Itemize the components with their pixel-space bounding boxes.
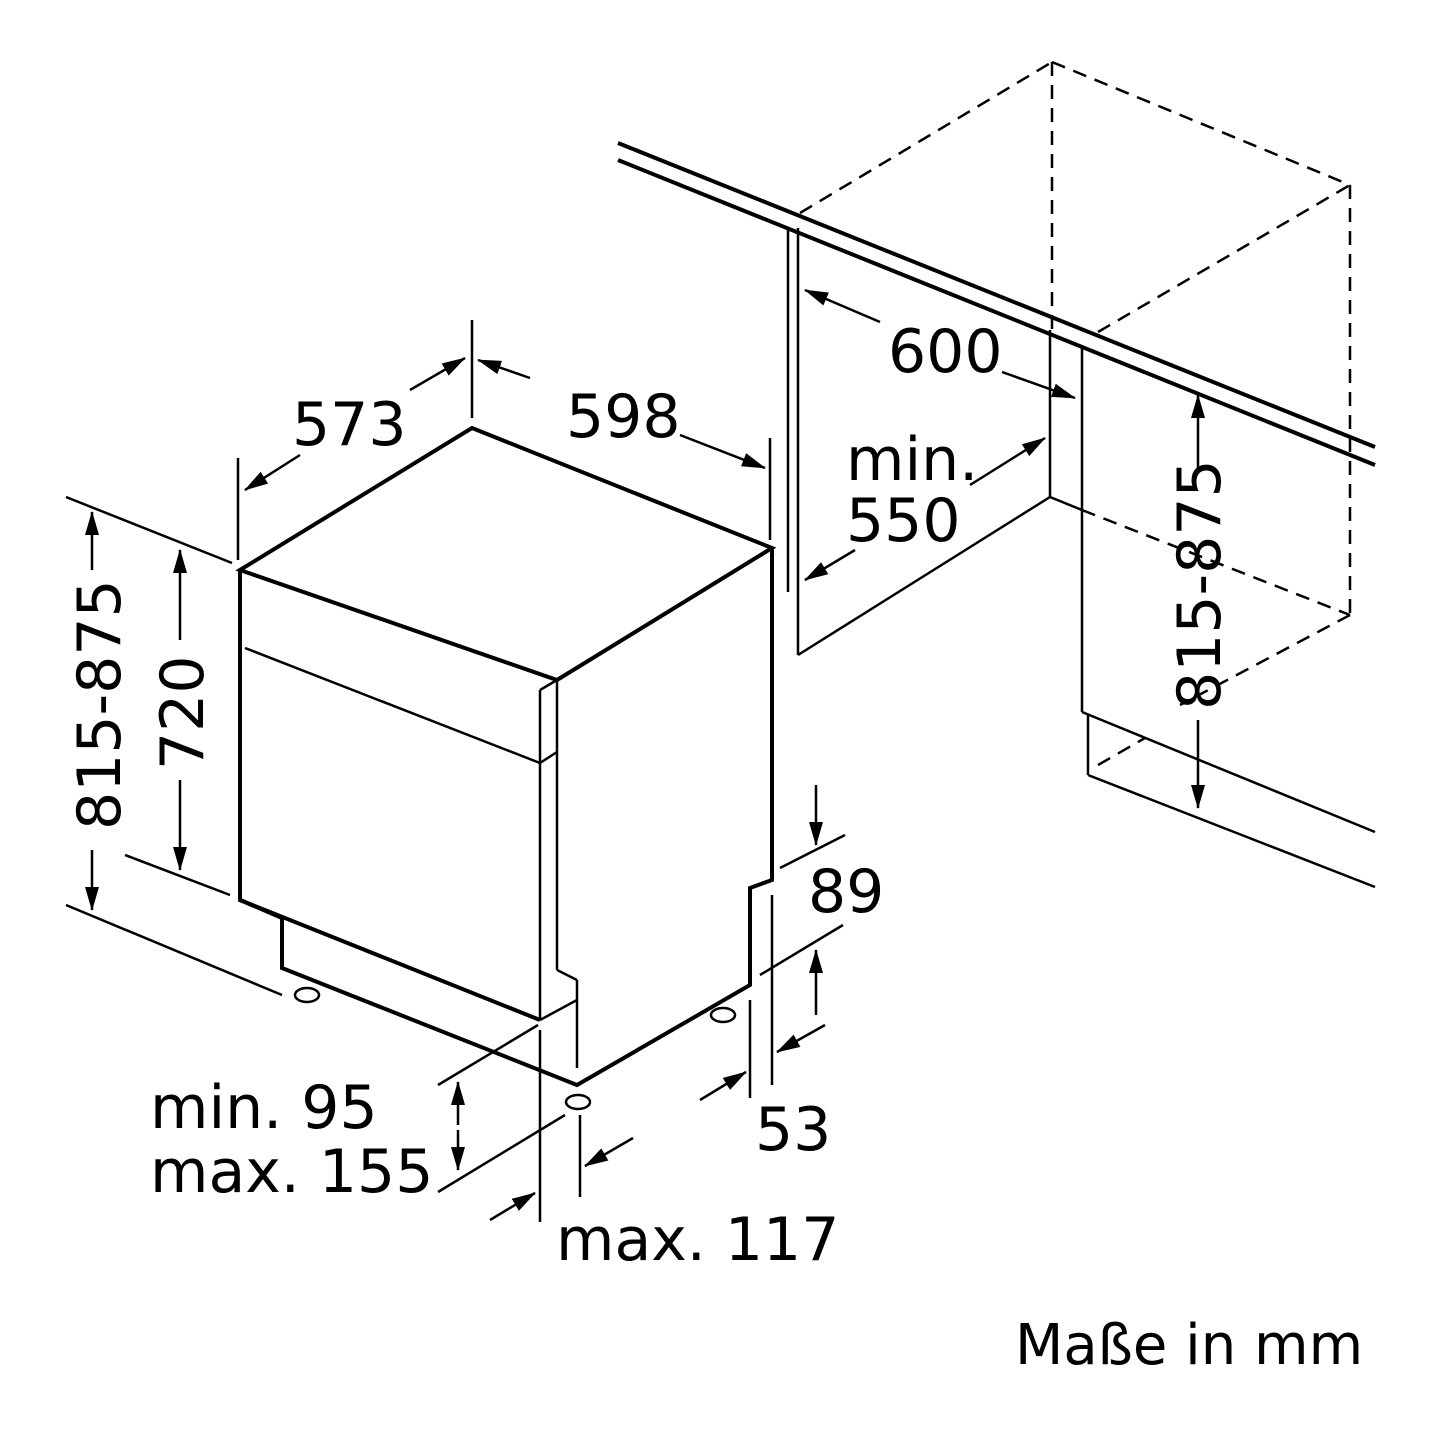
- door-offset-label: max. 117: [556, 1205, 839, 1275]
- width-label: 598: [566, 382, 681, 452]
- niche-min-label: min.: [846, 425, 978, 495]
- units-caption: Maße in mm: [1015, 1313, 1363, 1378]
- niche-min-value: 550: [846, 486, 961, 556]
- depth-label: 573: [292, 390, 407, 460]
- dishwasher-body: [235, 425, 777, 1111]
- plinth-min-label: min. 95: [150, 1073, 378, 1143]
- toe-kick-depth-label: 53: [755, 1095, 831, 1165]
- foot-icon: [293, 986, 737, 1111]
- toe-kick-height-label: 89: [808, 857, 884, 927]
- niche-width-label: 600: [888, 317, 1003, 387]
- kitchen-cabinet: [617, 60, 1376, 889]
- height-range-left-label: 815-875: [65, 579, 135, 830]
- body-height-label: 720: [148, 655, 218, 770]
- dimension-lines: [65, 288, 1205, 1222]
- height-range-right-label: 815-875: [1165, 459, 1235, 710]
- plinth-max-label: max. 155: [150, 1137, 433, 1207]
